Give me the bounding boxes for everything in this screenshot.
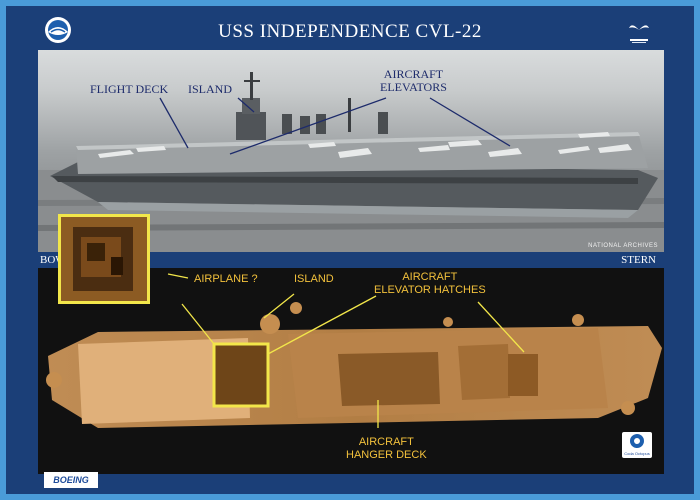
coda-octopus-logo: Coda Octopus <box>622 432 652 458</box>
sonar-scan: AIRPLANE ? ISLAND AIRCRAFT ELEVATOR HATC… <box>38 268 664 474</box>
whale-tail-logo-icon <box>629 25 649 43</box>
label-airplane: AIRPLANE ? <box>194 273 258 285</box>
label-stern: STERN <box>621 254 656 266</box>
label-hanger-deck: AIRCRAFT HANGER DECK <box>346 436 427 461</box>
archival-photo: Flight Deck Island Aircraft Elevators NA… <box>38 50 664 252</box>
photo-credit: NATIONAL ARCHIVES <box>588 243 658 249</box>
boeing-logo: BOEING <box>44 472 98 488</box>
sonar-wreck-illustration <box>46 273 662 428</box>
airplane-inset-illustration <box>61 217 147 301</box>
airplane-inset <box>58 214 150 304</box>
label-elevator-hatches: AIRCRAFT ELEVATOR HATCHES <box>374 271 486 296</box>
noaa-logo-icon <box>45 17 71 43</box>
label-aircraft-elevators: Aircraft Elevators <box>380 67 447 94</box>
label-island: Island <box>188 82 232 96</box>
label-flight-deck: Flight Deck <box>90 82 169 96</box>
coda-octopus-icon <box>630 434 644 448</box>
page-title: USS INDEPENDENCE CVL-22 <box>218 21 482 42</box>
ship-photo-illustration <box>38 72 664 252</box>
coda-octopus-label: Coda Octopus <box>624 451 650 456</box>
label-island-sonar: ISLAND <box>294 273 334 285</box>
